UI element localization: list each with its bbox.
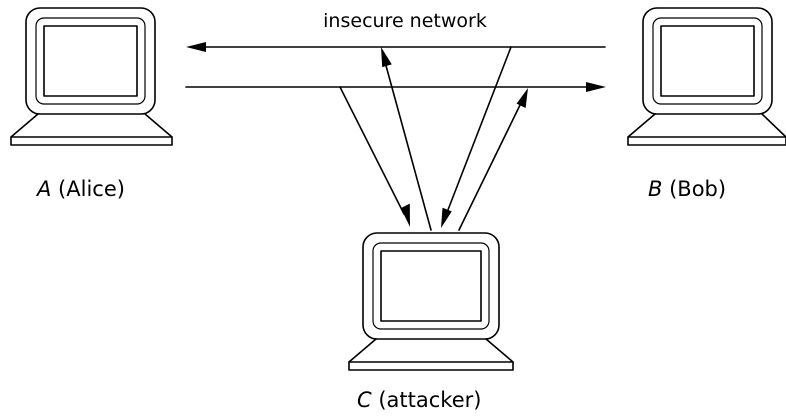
alice-name: (Alice) [51,177,125,201]
attacker-to-top-line [384,61,432,231]
arrow-icon [441,207,452,228]
bob-label: B (Bob) [648,177,726,201]
arrow-icon [381,47,392,68]
intercept-to-attacker-2 [445,46,512,216]
arrow-icon [186,42,206,52]
attacker-var: C [357,388,372,412]
alice-computer-icon [10,7,173,146]
bob-var: B [648,177,662,201]
arrow-icon [516,88,528,108]
arrow-icon [400,203,410,227]
network-links [185,42,606,231]
alice-var: A [35,177,51,201]
attacker-computer-icon [348,232,514,371]
attacker-label: C (attacker) [357,388,481,412]
attacker-to-bottom-line [458,100,523,231]
intercept-to-attacker-1 [339,86,405,215]
attacker-name: (attacker) [372,388,482,412]
bob-name: (Bob) [662,177,726,201]
bob-computer-icon [627,7,786,146]
arrow-icon [586,82,606,92]
alice-label: A (Alice) [35,177,125,201]
network-label: insecure network [323,10,487,32]
